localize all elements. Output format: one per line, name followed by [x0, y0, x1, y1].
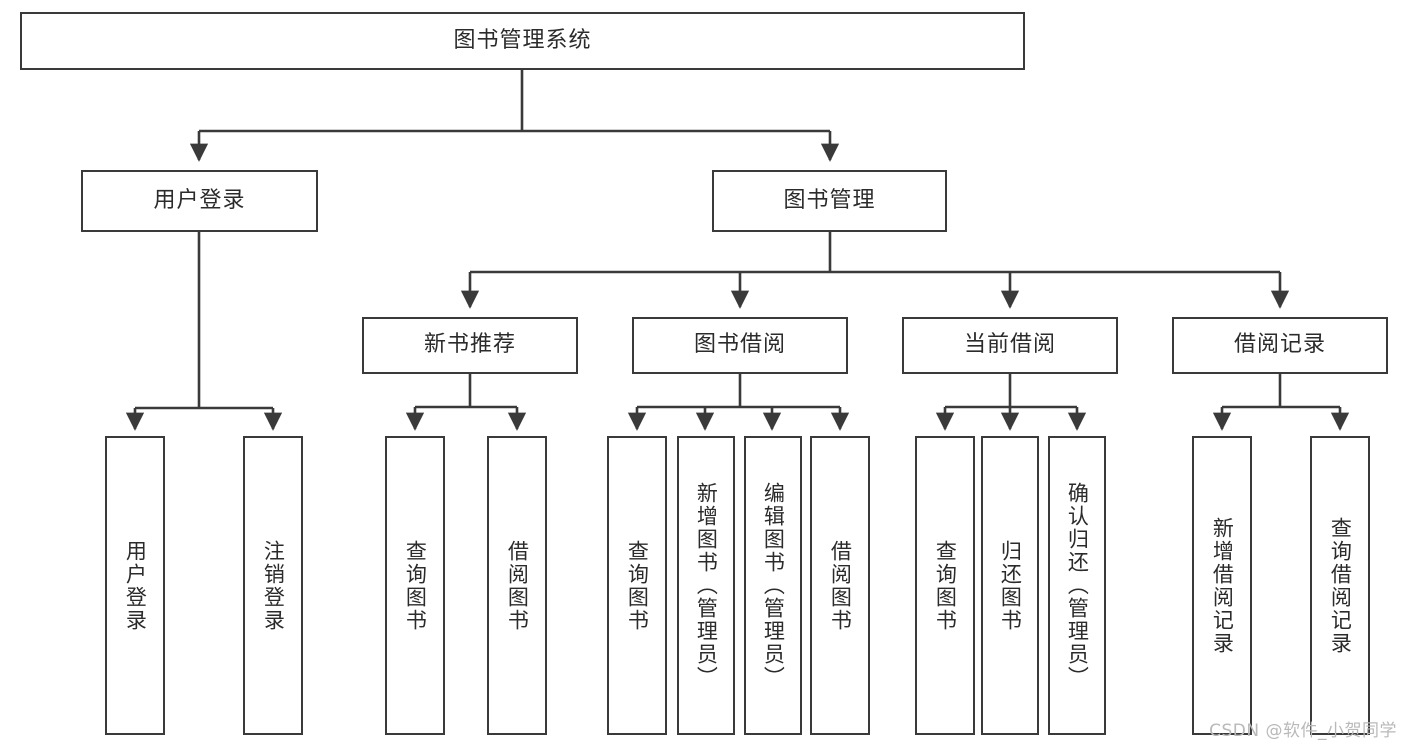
leaf-new-book-borrow[interactable]: 借阅图书 — [487, 436, 547, 735]
node-label: 编辑图书（管理员） — [761, 482, 786, 689]
watermark: CSDN @软件_小贺同学 — [1209, 721, 1397, 741]
node-label: 查询图书 — [625, 539, 650, 632]
leaf-new-book-query[interactable]: 查询图书 — [385, 436, 445, 735]
leaf-user-login-login[interactable]: 用户登录 — [105, 436, 165, 735]
node-current-borrow[interactable]: 当前借阅 — [902, 317, 1118, 374]
node-label: 归还图书 — [998, 539, 1023, 632]
node-book-borrow[interactable]: 图书借阅 — [632, 317, 848, 374]
node-label: 图书管理 — [783, 187, 876, 213]
leaf-current-return-book[interactable]: 归还图书 — [981, 436, 1039, 735]
leaf-current-query-book[interactable]: 查询图书 — [915, 436, 975, 735]
node-book-management[interactable]: 图书管理 — [712, 170, 947, 232]
node-label: 图书管理系统 — [453, 27, 592, 53]
node-new-book-recommend[interactable]: 新书推荐 — [362, 317, 578, 374]
node-label: 用户登录 — [153, 187, 246, 213]
node-label: 新增图书（管理员） — [694, 482, 719, 689]
node-label: 借阅记录 — [1233, 332, 1326, 358]
leaf-user-login-logout[interactable]: 注销登录 — [243, 436, 303, 735]
node-label: 查询图书 — [403, 539, 428, 632]
leaf-borrow-edit-book-admin[interactable]: 编辑图书（管理员） — [744, 436, 802, 735]
node-label: 当前借阅 — [963, 332, 1056, 358]
node-label: 确认归还（管理员） — [1065, 482, 1090, 689]
node-label: 用户登录 — [123, 539, 148, 632]
leaf-borrow-add-book-admin[interactable]: 新增图书（管理员） — [677, 436, 735, 735]
node-root-book-management-system[interactable]: 图书管理系统 — [20, 12, 1025, 70]
node-label: 借阅图书 — [828, 539, 853, 632]
leaf-borrow-borrow-book[interactable]: 借阅图书 — [810, 436, 870, 735]
node-label: 查询图书 — [933, 539, 958, 632]
node-label: 图书借阅 — [693, 332, 786, 358]
leaf-current-confirm-return-admin[interactable]: 确认归还（管理员） — [1048, 436, 1106, 735]
node-user-login[interactable]: 用户登录 — [81, 170, 318, 232]
node-borrow-record[interactable]: 借阅记录 — [1172, 317, 1388, 374]
node-label: 查询借阅记录 — [1328, 516, 1353, 655]
leaf-borrow-query-book[interactable]: 查询图书 — [607, 436, 667, 735]
leaf-record-query-borrow-record[interactable]: 查询借阅记录 — [1310, 436, 1370, 735]
node-label: 注销登录 — [261, 539, 286, 632]
leaf-record-add-borrow-record[interactable]: 新增借阅记录 — [1192, 436, 1252, 735]
node-label: 新增借阅记录 — [1210, 516, 1235, 655]
node-label: 借阅图书 — [505, 539, 530, 632]
node-label: 新书推荐 — [423, 332, 516, 358]
